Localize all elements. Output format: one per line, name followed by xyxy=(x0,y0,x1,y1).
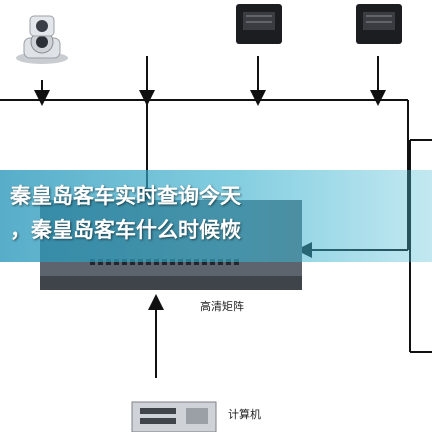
headline-banner: 秦皇岛客车实时查询今天 ，秦皇岛客车什么时候恢 xyxy=(0,170,432,262)
headline-line-1: 秦皇岛客车实时查询今天 xyxy=(10,184,241,208)
headline-line-2: ，秦皇岛客车什么时候恢 xyxy=(10,218,241,242)
conference-terminal-icon-2 xyxy=(356,4,402,44)
computer-label: 计算机 xyxy=(228,408,261,421)
matrix-label: 高清矩阵 xyxy=(200,300,244,313)
conference-terminal-icon-1 xyxy=(236,4,282,44)
computer-tower-icon xyxy=(131,401,217,432)
video-camera-icon xyxy=(16,15,68,64)
